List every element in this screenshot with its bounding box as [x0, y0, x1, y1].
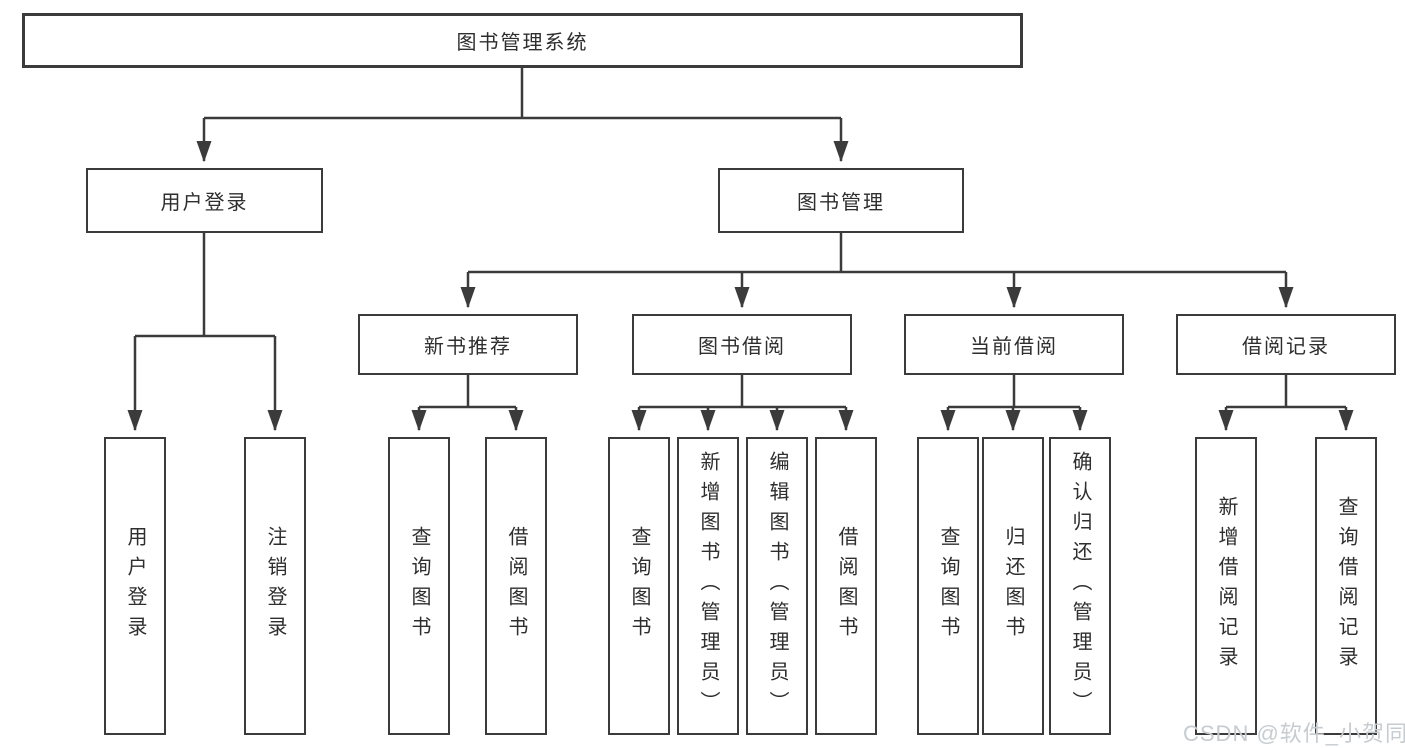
leaf-query-borrow-record: 查询借阅记录 [1315, 437, 1377, 735]
node-label: 查询图书 [937, 526, 959, 646]
node-label: 查询图书 [408, 526, 430, 646]
node-user-login-branch: 用户登录 [86, 168, 323, 233]
node-label: 借阅图书 [505, 526, 527, 646]
node-label: 用户登录 [160, 192, 249, 214]
node-label: 图书管理系统 [456, 32, 589, 54]
node-new-book-recommend: 新书推荐 [358, 314, 578, 375]
leaf-query-books-recommend: 查询图书 [388, 437, 450, 735]
node-label: 图书管理 [797, 192, 885, 214]
node-label: 当前借阅 [970, 336, 1058, 358]
node-label: 图书借阅 [698, 336, 786, 358]
leaf-edit-books-admin: 编辑图书（管理员） [746, 437, 808, 735]
node-label: 查询借阅记录 [1335, 496, 1357, 676]
leaf-confirm-return-admin: 确认归还（管理员） [1049, 437, 1111, 735]
node-label: 新增图书（管理员） [697, 451, 719, 721]
node-label: 查询图书 [628, 526, 650, 646]
node-book-borrowing: 图书借阅 [632, 314, 852, 375]
node-label: 归还图书 [1002, 526, 1024, 646]
leaf-return-books: 归还图书 [982, 437, 1044, 735]
node-book-management-branch: 图书管理 [718, 168, 964, 233]
leaf-logout: 注销登录 [244, 437, 306, 735]
node-label: 借阅图书 [835, 526, 857, 646]
node-label: 新增借阅记录 [1215, 496, 1237, 676]
node-label: 用户登录 [124, 526, 146, 646]
leaf-add-books-admin: 新增图书（管理员） [677, 437, 739, 735]
connector-group [127, 68, 1354, 432]
leaf-borrow-books-recommend: 借阅图书 [485, 437, 547, 735]
node-label: 新书推荐 [424, 336, 512, 358]
leaf-add-borrow-record: 新增借阅记录 [1195, 437, 1257, 735]
node-borrowing-records: 借阅记录 [1176, 314, 1396, 375]
csdn-watermark: CSDN @软件_小贺同学 [1183, 721, 1405, 746]
leaf-user-login: 用户登录 [104, 437, 166, 735]
node-label: 确认归还（管理员） [1069, 451, 1091, 721]
node-label: 注销登录 [264, 526, 286, 646]
node-current-borrowing: 当前借阅 [904, 314, 1124, 375]
leaf-borrow-books: 借阅图书 [815, 437, 877, 735]
node-label: 编辑图书（管理员） [766, 451, 788, 721]
node-library-management-system: 图书管理系统 [22, 13, 1023, 68]
node-label: 借阅记录 [1242, 336, 1330, 358]
leaf-query-books-borrowing: 查询图书 [608, 437, 670, 735]
leaf-query-books-current: 查询图书 [917, 437, 979, 735]
